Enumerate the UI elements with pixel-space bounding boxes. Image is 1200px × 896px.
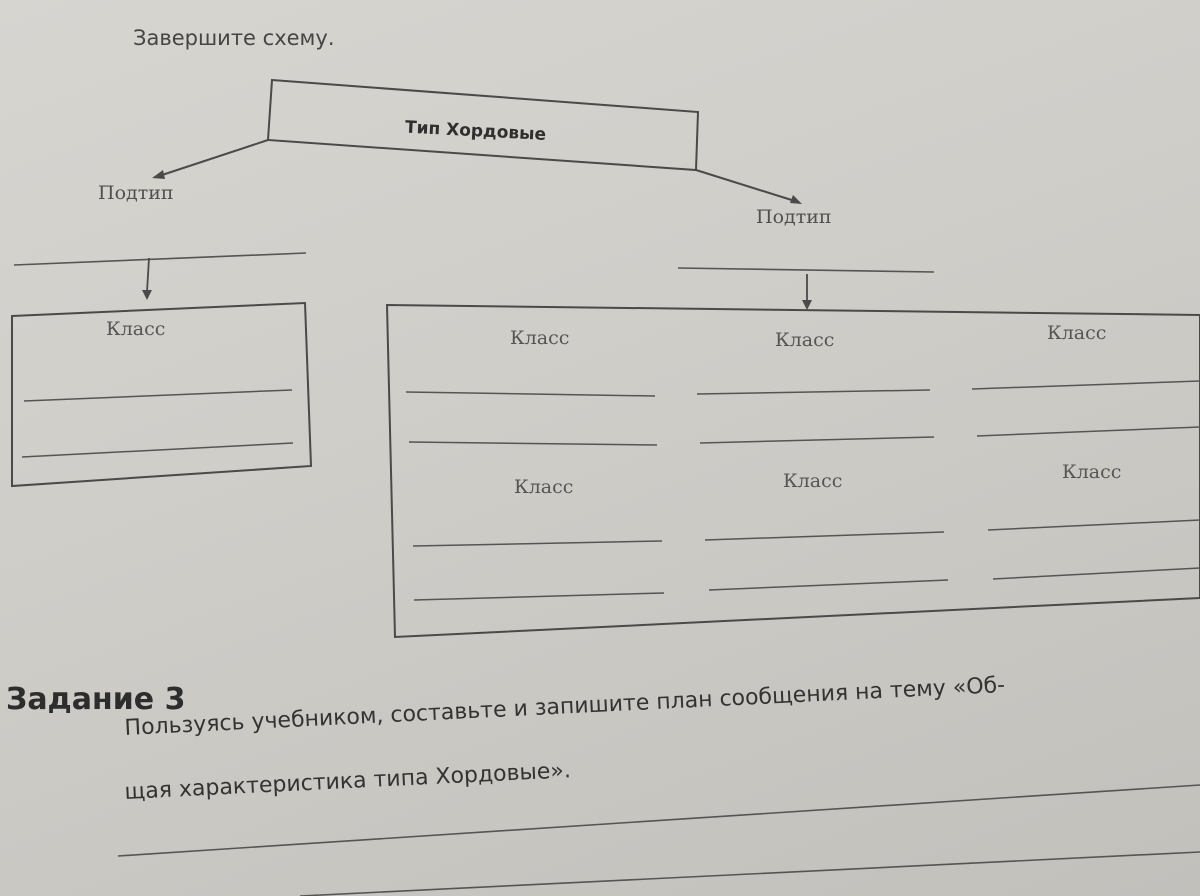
right-blank-r1c1-b xyxy=(408,441,658,446)
class-label: Класс xyxy=(106,318,166,340)
right-blank-r2c1-b xyxy=(413,592,665,601)
class-label: Класс xyxy=(775,329,835,351)
task3-title: Задание 3 xyxy=(6,682,186,717)
right-class-box xyxy=(385,303,1200,639)
right-blank-r1c1-a xyxy=(405,391,656,397)
class-label: Класс xyxy=(514,476,574,498)
right-blank-r2c1-a xyxy=(412,540,663,547)
class-label: Класс xyxy=(1047,322,1107,344)
arrowhead-right xyxy=(790,195,802,204)
answer-line-1 xyxy=(117,784,1200,857)
left-blank-2 xyxy=(21,442,294,458)
arrowhead-left-down xyxy=(142,290,152,300)
left-class-box xyxy=(11,301,313,488)
right-blank-r1c3-b xyxy=(976,426,1200,437)
class-label: Класс xyxy=(510,327,570,349)
subtype-left-blank xyxy=(13,252,307,266)
right-blank-r2c2-b xyxy=(708,579,949,591)
arrow-left xyxy=(155,139,269,178)
root-label: Тип Хордовые xyxy=(404,118,546,145)
right-blank-r1c3-a xyxy=(971,380,1200,390)
class-label: Класс xyxy=(1062,461,1122,483)
arrowhead-left xyxy=(152,170,165,179)
answer-line-2 xyxy=(299,851,1200,896)
arrow-left-down xyxy=(146,257,150,293)
right-blank-r2c2-a xyxy=(704,531,945,541)
right-blank-r1c2-b xyxy=(699,436,935,444)
class-label: Класс xyxy=(783,470,843,492)
left-blank-1 xyxy=(23,389,293,402)
right-blank-r2c3-a xyxy=(987,519,1200,531)
right-blank-r1c2-a xyxy=(696,389,931,395)
instruction-text: Завершите схему. xyxy=(133,26,335,50)
right-blank-r2c3-b xyxy=(992,567,1200,580)
subtype-right-label: Подтип xyxy=(756,206,832,228)
subtype-right-blank xyxy=(677,267,935,273)
arrow-right xyxy=(695,169,799,203)
arrowhead-right-down xyxy=(802,300,812,310)
subtype-left-label: Подтип xyxy=(98,182,174,204)
